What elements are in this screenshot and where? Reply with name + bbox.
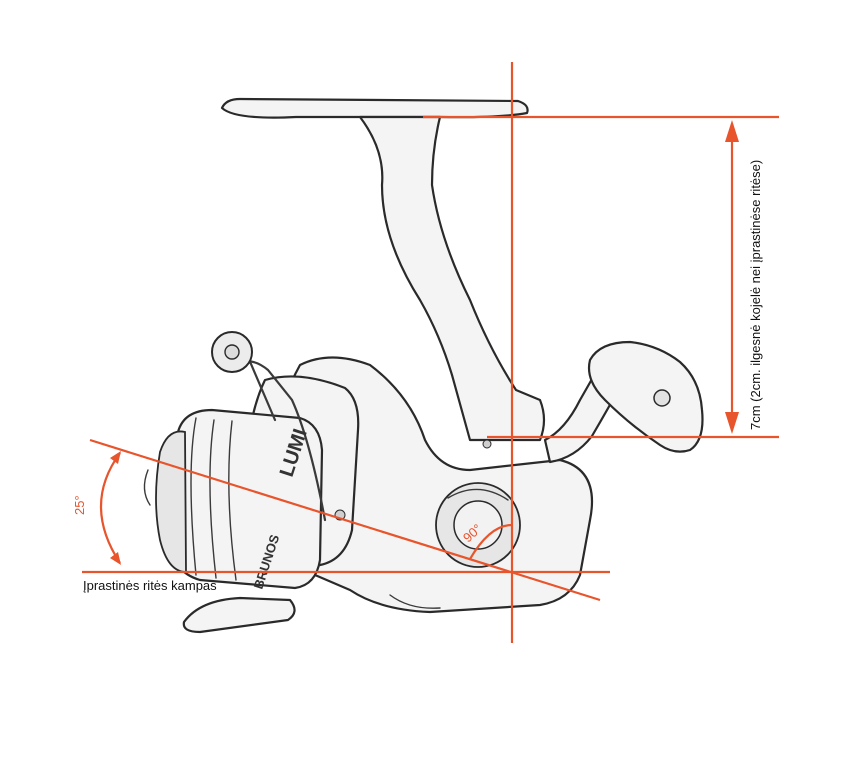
tilt-arc-arrow-bottom — [110, 552, 121, 565]
reel-stem — [358, 115, 546, 442]
height-dimension: 7cm (2cm. ilgesnė kojelė nei įprastinėse… — [725, 120, 763, 434]
gear-housing-inner — [453, 500, 503, 550]
bail-wire — [182, 596, 296, 634]
tilt-arc-arrow-top — [110, 451, 121, 464]
tilt-angle-arc — [99, 452, 121, 564]
body-screw — [482, 439, 492, 449]
arrow-head-top — [725, 120, 739, 142]
tilt-angle-label: 25° — [72, 495, 87, 515]
spinning-reel-illustration: LUMI BRUNOS — [143, 97, 704, 634]
guide-lines — [82, 62, 779, 643]
knob-screw — [653, 389, 671, 407]
tilt-angle-marker: 25° — [72, 451, 121, 565]
reel-angle-caption: Įprastinės ritės kampas — [83, 578, 217, 593]
right-angle-arc — [469, 523, 513, 560]
arrow-head-bottom — [725, 412, 739, 434]
tilted-axis-line — [89, 438, 601, 602]
dimension-label: 7cm (2cm. ilgesnė kojelė nei įprastinėse… — [748, 160, 763, 430]
handle-knob — [587, 340, 704, 453]
spool-cap — [155, 430, 187, 573]
reel-foot — [220, 97, 529, 119]
